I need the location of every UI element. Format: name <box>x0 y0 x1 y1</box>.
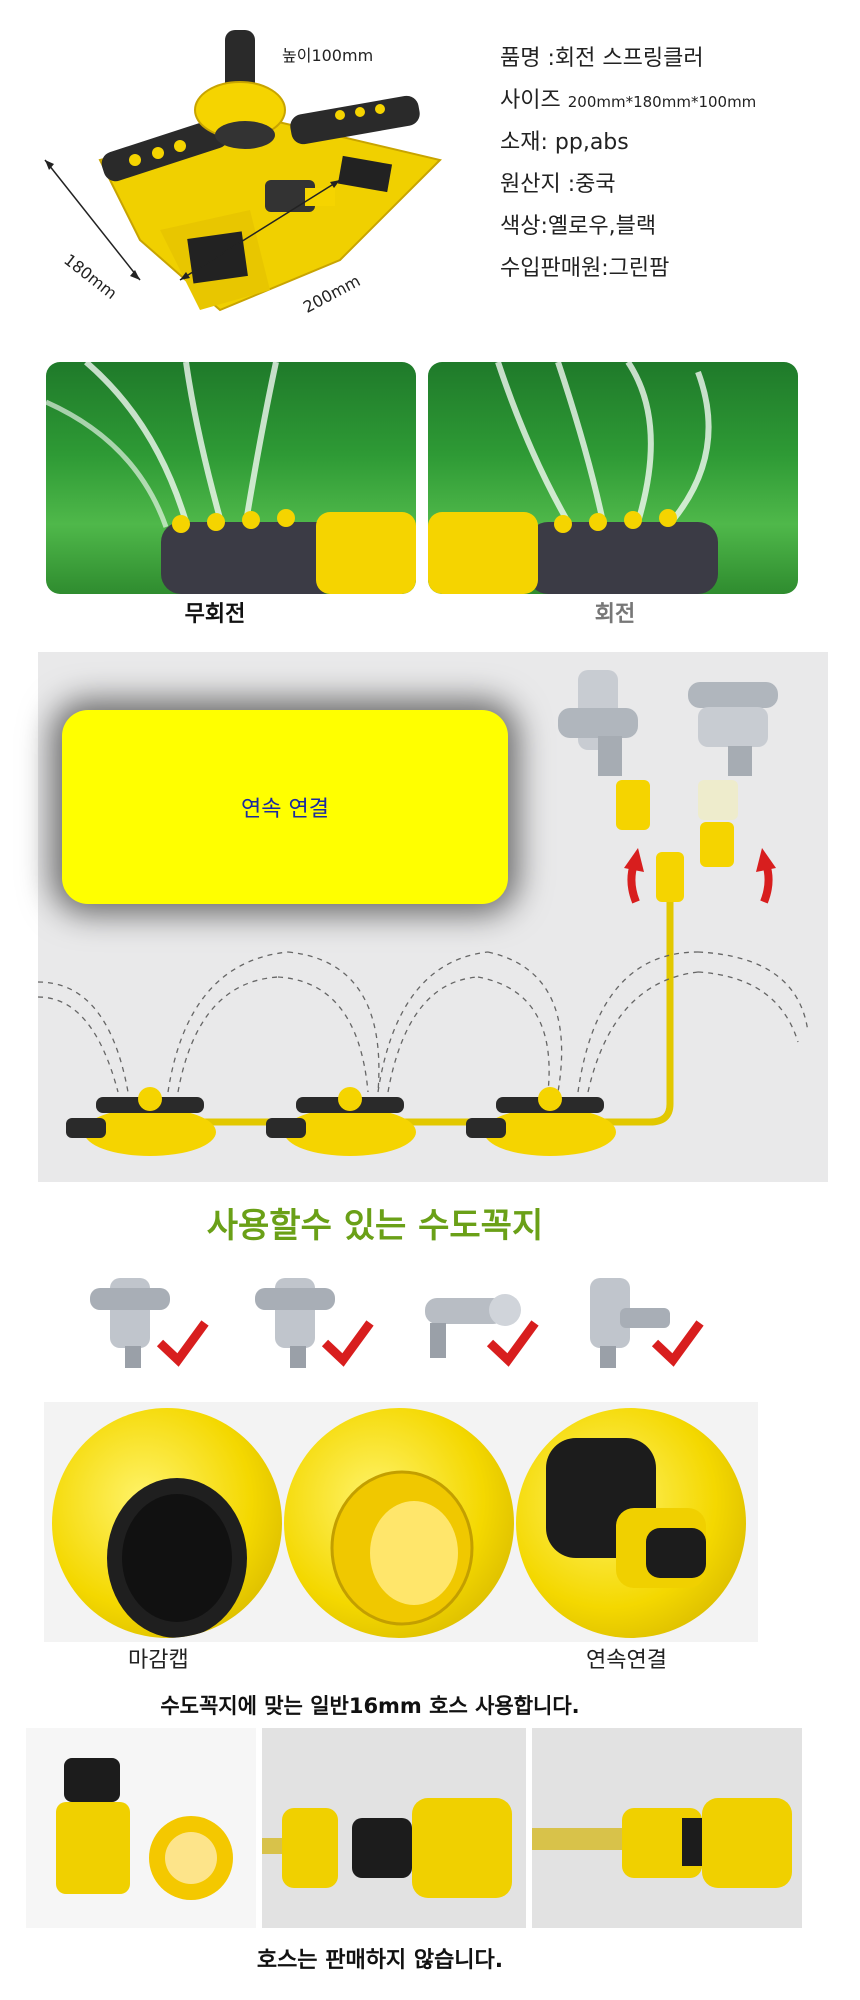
spray-photo-rotating <box>428 362 798 594</box>
spec-value: 그린팜 <box>608 256 670 281</box>
end-cap-icon <box>107 1478 247 1638</box>
sprinkler-icon <box>266 1087 416 1156</box>
faucet-icon <box>558 670 638 776</box>
chain-illustration <box>38 670 809 1156</box>
spray-illustration <box>46 362 416 594</box>
sprinkler-icon <box>66 1087 216 1156</box>
spec-row: 품명 :회전 스프링클러 <box>500 40 704 72</box>
hose-info-title: 수도꼭지에 맞는 일반16mm 호스 사용합니다. <box>160 1694 580 1718</box>
sprinkler-icon <box>466 1087 616 1156</box>
connection-panel: 연속 연결 <box>38 652 828 1182</box>
spec-row: 원산지 :중국 <box>500 166 616 198</box>
end-cap-photo <box>52 1408 282 1638</box>
spray-illustration <box>428 362 718 594</box>
faucet-icon <box>688 682 778 776</box>
faucet-row-illustration <box>90 1278 704 1368</box>
quick-connector-photo <box>516 1408 746 1638</box>
spec-label: 소재 <box>500 130 541 155</box>
spec-separator <box>561 88 568 113</box>
caption-rotating: 회전 <box>594 602 636 627</box>
spec-label: 색상 <box>500 214 541 239</box>
connector-parts-icon <box>56 1758 233 1900</box>
thread-photo <box>284 1408 514 1638</box>
spec-separator: : <box>540 46 555 71</box>
quick-connector-icon <box>546 1438 706 1588</box>
spec-value: 회전 스프링클러 <box>554 46 704 71</box>
spec-separator: : <box>601 256 609 281</box>
check-icon <box>651 1320 704 1367</box>
check-icon <box>321 1320 374 1367</box>
connector-assembly-icon <box>262 1798 512 1898</box>
spec-value: 200mm*180mm*100mm <box>567 93 757 111</box>
check-icon <box>486 1320 539 1367</box>
spec-row: 사이즈 200mm*180mm*100mm <box>500 82 756 114</box>
spec-label: 원산지 <box>500 172 561 197</box>
quick-connector-caption: 연속연결 <box>586 1648 667 1673</box>
spec-row: 수입판매원:그린팜 <box>500 250 669 282</box>
faucet-icon <box>255 1278 335 1368</box>
hose-not-sold-note: 호스는 판매하지 않습니다. <box>256 1948 504 1973</box>
faucet-icon <box>590 1278 670 1368</box>
connector-joined-icon <box>532 1798 792 1888</box>
spec-row: 소재: pp,abs <box>500 124 629 156</box>
spec-separator: : <box>540 130 555 155</box>
end-cap-caption: 마감캡 <box>128 1648 189 1673</box>
spec-separator: : <box>540 214 548 239</box>
spec-row: 색상:옐로우,블랙 <box>500 208 656 240</box>
faucet-icon <box>425 1294 521 1358</box>
spray-photo-non-rotating <box>46 362 416 594</box>
connector-parts-photo <box>26 1728 256 1928</box>
thread-icon <box>330 1470 474 1626</box>
faucet-list <box>80 1248 720 1373</box>
faucet-icon <box>90 1278 170 1368</box>
caption-non-rotating: 무회전 <box>184 602 246 627</box>
product-diagram: 높이100mm 180mm 200mm <box>40 10 460 350</box>
continuous-connection-label: 연속 연결 <box>241 797 329 822</box>
spec-separator: : <box>560 172 576 197</box>
height-label: 높이100mm <box>282 46 374 65</box>
spec-value: pp,abs <box>554 130 629 155</box>
compatible-faucets-title: 사용할수 있는 수도꼭지 <box>206 1206 544 1246</box>
continuous-connection-box: 연속 연결 <box>62 710 508 904</box>
spec-label: 사이즈 <box>500 88 561 113</box>
spec-value: 중국 <box>575 172 616 197</box>
spec-label: 수입판매원 <box>500 256 602 281</box>
spec-label: 품명 <box>500 46 541 71</box>
connector-joined-photo <box>532 1728 802 1928</box>
sprinkler-illustration <box>44 30 442 312</box>
spec-value: 옐로우,블랙 <box>547 214 657 239</box>
connector-assembly-photo <box>262 1728 526 1928</box>
check-icon <box>156 1320 209 1367</box>
